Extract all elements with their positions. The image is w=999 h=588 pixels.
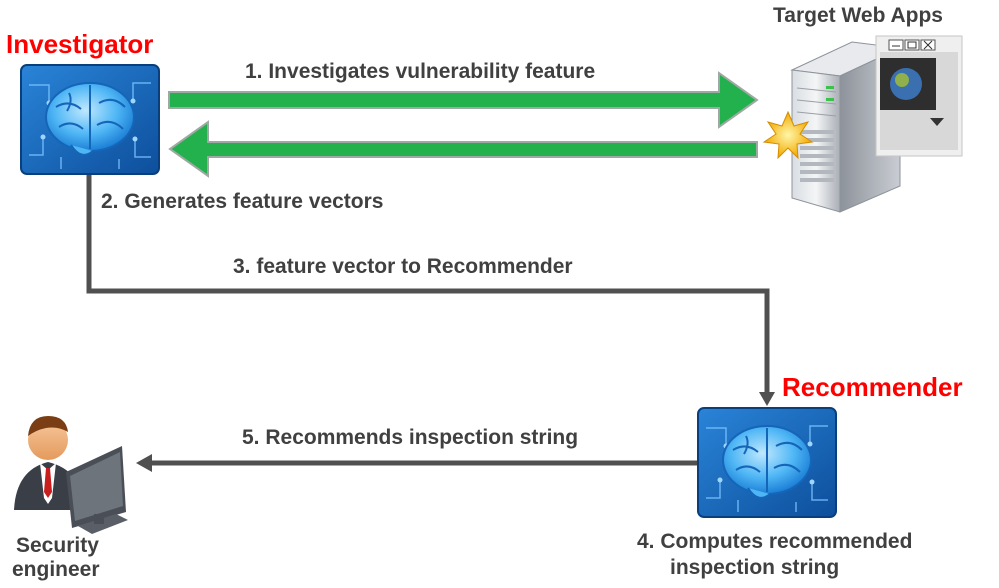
step-4-label-line1: 4. Computes recommended (637, 530, 913, 553)
security-engineer-label-line1: Security (16, 534, 99, 557)
step-5-label: 5. Recommends inspection string (242, 426, 579, 449)
server-with-window-icon (762, 35, 963, 213)
target-web-apps-label: Target Web Apps (773, 4, 943, 27)
step-2-label: 2. Generates feature vectors (101, 190, 384, 213)
arrow-response-left (168, 120, 758, 178)
brain-circuit-icon (697, 407, 837, 518)
arrowhead-recommender (759, 392, 775, 406)
step-1-label: 1. Investigates vulnerability feature (245, 60, 596, 83)
arrow-investigate-right (168, 71, 759, 129)
step-3-label: 3. feature vector to Recommender (233, 255, 573, 278)
brain-circuit-icon (20, 64, 160, 175)
arrowhead-engineer (136, 454, 152, 472)
investigator-label: Investigator (6, 29, 154, 59)
step-4-label-line2: inspection string (670, 556, 840, 579)
recommender-label: Recommender (782, 372, 963, 402)
connector-investigator-to-recommender (86, 175, 770, 395)
user-at-computer-icon (14, 416, 128, 534)
security-engineer-label-line2: engineer (12, 558, 100, 581)
